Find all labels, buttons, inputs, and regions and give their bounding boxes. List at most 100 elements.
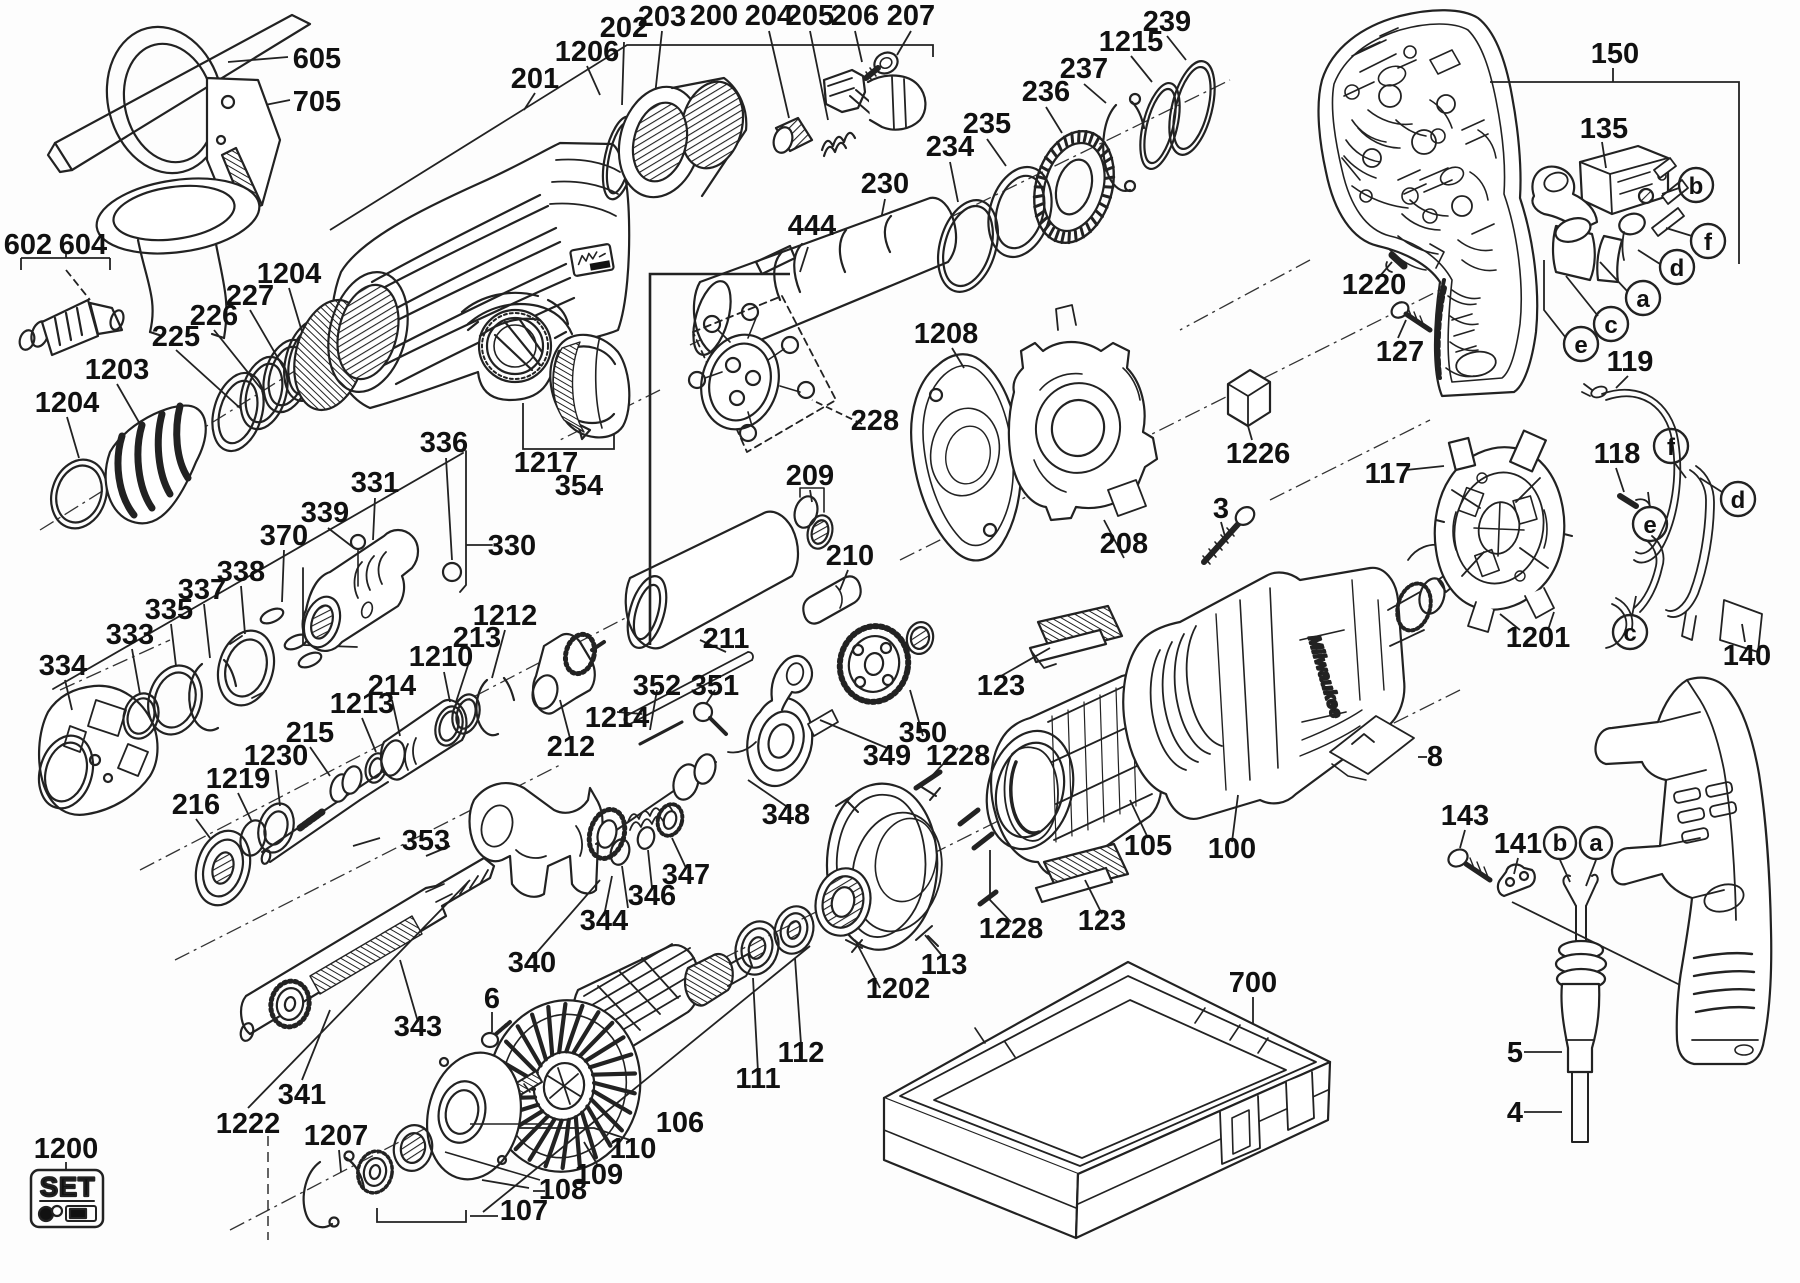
svg-text:228: 228: [851, 405, 899, 437]
svg-text:100: 100: [1208, 833, 1256, 865]
svg-text:204: 204: [745, 0, 793, 32]
svg-text:350: 350: [899, 717, 947, 749]
svg-text:d: d: [1731, 487, 1746, 514]
svg-text:1207: 1207: [304, 1120, 369, 1152]
svg-text:341: 341: [278, 1079, 326, 1111]
svg-text:1201: 1201: [1506, 622, 1571, 654]
svg-text:b: b: [1689, 173, 1704, 200]
svg-text:5: 5: [1507, 1037, 1523, 1069]
svg-text:112: 112: [778, 1037, 825, 1069]
svg-text:d: d: [1670, 255, 1685, 282]
svg-text:234: 234: [926, 131, 974, 163]
svg-text:3: 3: [1213, 493, 1229, 525]
svg-text:236: 236: [1022, 76, 1070, 108]
svg-text:227: 227: [226, 280, 274, 312]
svg-text:1220: 1220: [1342, 269, 1407, 301]
svg-text:225: 225: [152, 321, 200, 353]
svg-text:209: 209: [786, 460, 834, 492]
svg-text:1206: 1206: [555, 36, 620, 68]
svg-text:105: 105: [1124, 830, 1172, 862]
svg-text:127: 127: [1376, 336, 1424, 368]
svg-text:123: 123: [977, 670, 1025, 702]
svg-text:337: 337: [178, 574, 226, 606]
svg-text:351: 351: [691, 670, 739, 702]
svg-text:330: 330: [488, 530, 536, 562]
svg-text:349: 349: [863, 740, 911, 772]
svg-text:f: f: [1704, 229, 1713, 256]
svg-text:a: a: [1589, 830, 1603, 857]
svg-text:1210: 1210: [409, 641, 474, 673]
svg-text:226: 226: [190, 300, 238, 332]
svg-text:336: 336: [420, 427, 468, 459]
svg-text:1213: 1213: [330, 688, 395, 720]
svg-text:117: 117: [1365, 458, 1412, 490]
svg-text:c: c: [1623, 620, 1636, 647]
svg-text:354: 354: [555, 470, 603, 502]
svg-text:335: 335: [145, 594, 193, 626]
svg-text:140: 140: [1723, 640, 1771, 672]
svg-text:141: 141: [1494, 828, 1542, 860]
svg-text:f: f: [1667, 434, 1676, 461]
svg-text:e: e: [1643, 512, 1656, 539]
svg-text:202: 202: [600, 12, 648, 44]
svg-text:333: 333: [106, 619, 154, 651]
svg-text:340: 340: [508, 947, 556, 979]
svg-text:110: 110: [610, 1133, 657, 1165]
svg-text:605: 605: [293, 43, 341, 75]
svg-text:201: 201: [511, 63, 559, 95]
svg-text:SET: SET: [40, 1172, 96, 1202]
svg-text:344: 344: [580, 905, 628, 937]
svg-text:334: 334: [39, 650, 87, 682]
svg-text:705: 705: [293, 86, 341, 118]
svg-text:347: 347: [662, 859, 710, 891]
svg-text:200: 200: [690, 0, 738, 32]
svg-text:352: 352: [633, 670, 681, 702]
svg-text:1214: 1214: [585, 702, 650, 734]
svg-text:6: 6: [484, 983, 500, 1015]
svg-text:118: 118: [1594, 438, 1641, 470]
svg-text:1226: 1226: [1226, 438, 1291, 470]
svg-text:205: 205: [786, 0, 834, 32]
svg-text:1230: 1230: [244, 740, 309, 772]
svg-text:602: 602: [4, 229, 52, 261]
svg-text:210: 210: [826, 540, 874, 572]
svg-text:1219: 1219: [206, 763, 271, 795]
svg-text:106: 106: [656, 1107, 704, 1139]
svg-text:239: 239: [1143, 6, 1191, 38]
svg-text:1200: 1200: [34, 1133, 99, 1165]
svg-text:339: 339: [301, 497, 349, 529]
svg-text:1217: 1217: [514, 447, 579, 479]
svg-text:b: b: [1553, 830, 1568, 857]
svg-text:212: 212: [547, 731, 595, 763]
svg-text:348: 348: [762, 799, 810, 831]
svg-text:111: 111: [735, 1063, 780, 1095]
svg-text:1228: 1228: [979, 913, 1044, 945]
svg-text:208: 208: [1100, 528, 1148, 560]
svg-text:135: 135: [1580, 113, 1628, 145]
svg-text:123: 123: [1078, 905, 1126, 937]
svg-text:338: 338: [217, 556, 265, 588]
svg-text:150: 150: [1591, 38, 1639, 70]
svg-text:346: 346: [628, 880, 676, 912]
svg-text:1203: 1203: [85, 354, 150, 386]
svg-text:1212: 1212: [473, 600, 538, 632]
svg-text:700: 700: [1229, 967, 1277, 999]
svg-text:444: 444: [788, 210, 836, 242]
svg-text:215: 215: [286, 717, 334, 749]
svg-text:353: 353: [402, 825, 450, 857]
svg-text:331: 331: [351, 467, 399, 499]
svg-text:1228: 1228: [926, 740, 991, 772]
svg-text:e: e: [1574, 332, 1587, 359]
svg-text:1208: 1208: [914, 318, 979, 350]
svg-text:370: 370: [260, 520, 308, 552]
svg-text:216: 216: [172, 789, 220, 821]
svg-text:8: 8: [1427, 741, 1443, 773]
svg-text:235: 235: [963, 108, 1011, 140]
svg-text:211: 211: [703, 623, 750, 655]
svg-text:237: 237: [1060, 53, 1108, 85]
svg-text:604: 604: [59, 229, 107, 261]
svg-text:203: 203: [638, 1, 686, 33]
svg-text:1222: 1222: [216, 1108, 281, 1140]
svg-text:1204: 1204: [35, 387, 100, 419]
svg-text:1204: 1204: [257, 258, 322, 290]
